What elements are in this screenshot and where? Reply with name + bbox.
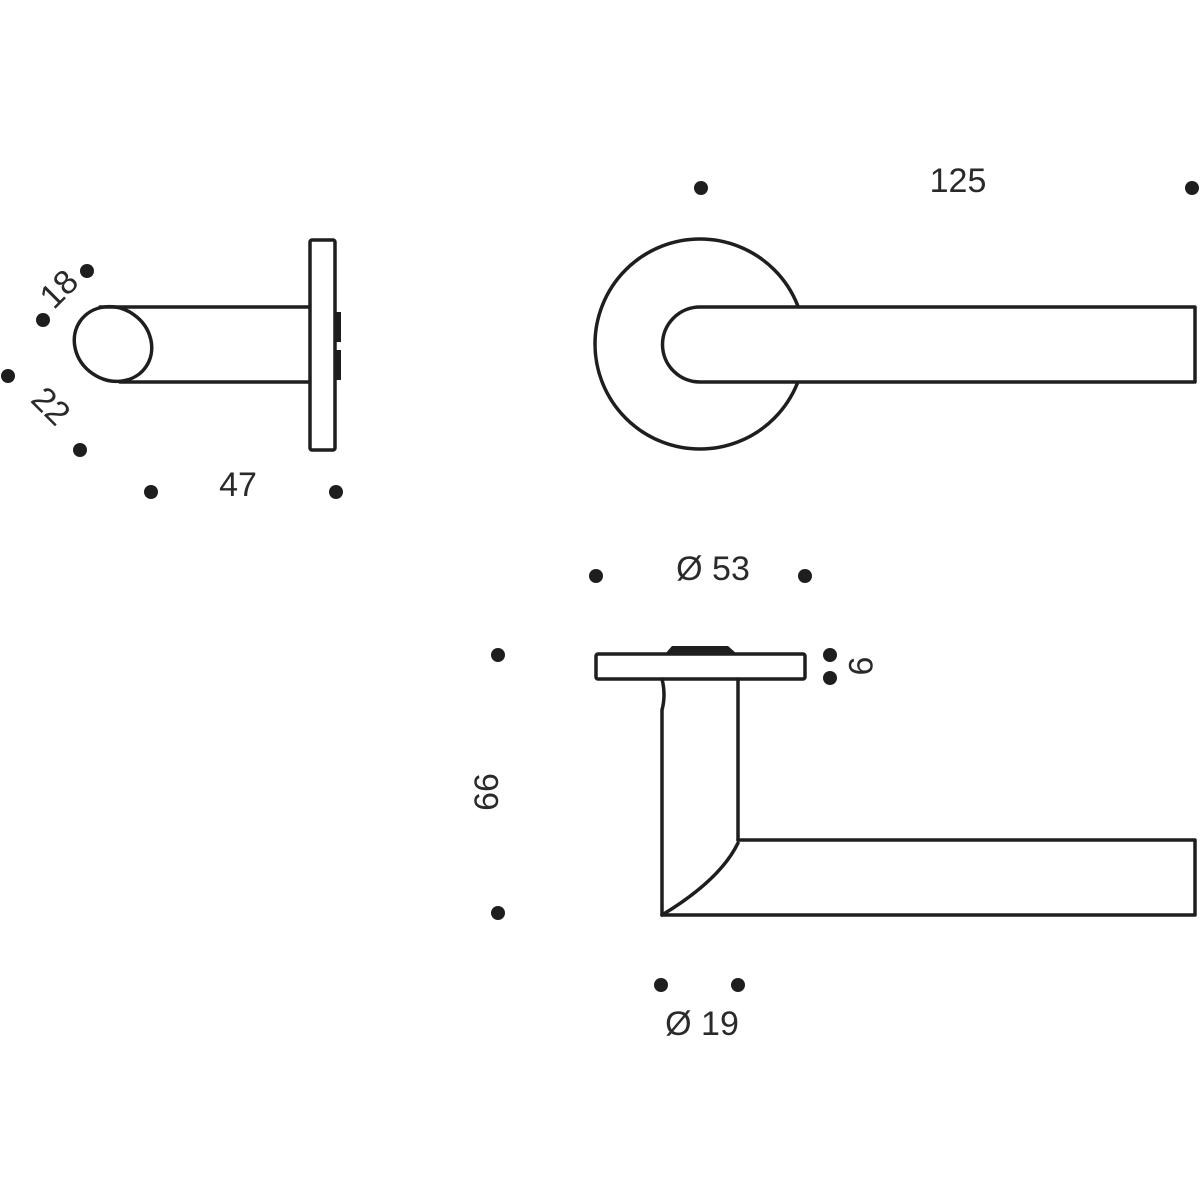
lever-arm-top: [660, 838, 1197, 917]
dim-dot: [80, 264, 94, 278]
dim-dot: [1, 369, 15, 383]
rosette-clip-upper: [336, 312, 341, 342]
dim-dot: [589, 569, 603, 583]
rosette-clip-lower: [336, 350, 341, 380]
front-view: 125: [593, 162, 1199, 451]
oval-end-face: [72, 304, 154, 384]
dim-dot: [798, 569, 812, 583]
dimension-oval-minor: 18: [32, 262, 86, 316]
dim-dot: [144, 485, 158, 499]
dimension-rosette-thickness: 9: [841, 657, 879, 676]
dim-dot: [73, 443, 87, 457]
dimension-rosette-diameter: Ø 53: [676, 550, 750, 588]
dimension-oval-major: 22: [24, 380, 78, 434]
dimension-projection-height: 66: [468, 773, 506, 811]
rosette-clip: [665, 646, 737, 654]
dim-dot: [731, 978, 745, 992]
dim-dot: [491, 648, 505, 662]
rosette-plate-side: [308, 238, 337, 452]
dim-dot: [823, 671, 837, 685]
lever-outline: [660, 305, 1197, 384]
neck-left-edge: [660, 677, 666, 917]
side-view: 18 22 47: [1, 238, 343, 504]
dim-dot: [491, 906, 505, 920]
dim-dot: [823, 648, 837, 662]
dim-dot: [1185, 181, 1199, 195]
dim-dot: [654, 978, 668, 992]
dimension-projection: 47: [219, 466, 257, 504]
dim-dot: [36, 313, 50, 327]
dim-dot: [694, 181, 708, 195]
neck-bend-curve: [660, 841, 740, 917]
rosette-plate-top: [594, 652, 807, 681]
dim-dot: [329, 485, 343, 499]
dimension-lever-length: 125: [930, 162, 987, 200]
dimension-neck-diameter: Ø 19: [665, 1005, 739, 1043]
top-view: Ø 53 9 66 Ø 19: [468, 550, 1197, 1043]
